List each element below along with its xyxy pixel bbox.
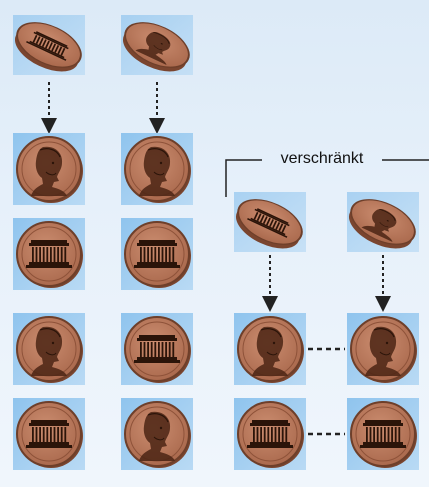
outcome-coin-r2-c1 <box>13 218 85 290</box>
outcome-coin-r4-c1 <box>13 398 85 470</box>
entangled-label: verschränkt <box>262 150 382 168</box>
outcome-coin-r1-c1 <box>13 133 85 205</box>
outcome-coin-r1-c2 <box>121 133 193 205</box>
outcome-coin-r4-c2 <box>121 398 193 470</box>
outcome-coin-r2-c2 <box>121 218 193 290</box>
entangled-tossed-coin-2 <box>342 191 421 258</box>
tossed-coin-2 <box>116 14 195 81</box>
entangled-bracket-left <box>226 160 262 197</box>
outcome-coin-r3-c1 <box>13 313 85 385</box>
entangled-coin-r2-c2 <box>347 398 419 470</box>
tossed-coin-1 <box>8 14 87 81</box>
entangled-tossed-coin-1 <box>229 191 308 258</box>
entangled-coin-r1-c2 <box>347 313 419 385</box>
outcome-coin-r3-c2 <box>121 313 193 385</box>
entangled-coin-r1-c1 <box>234 313 306 385</box>
entangled-coin-r2-c1 <box>234 398 306 470</box>
